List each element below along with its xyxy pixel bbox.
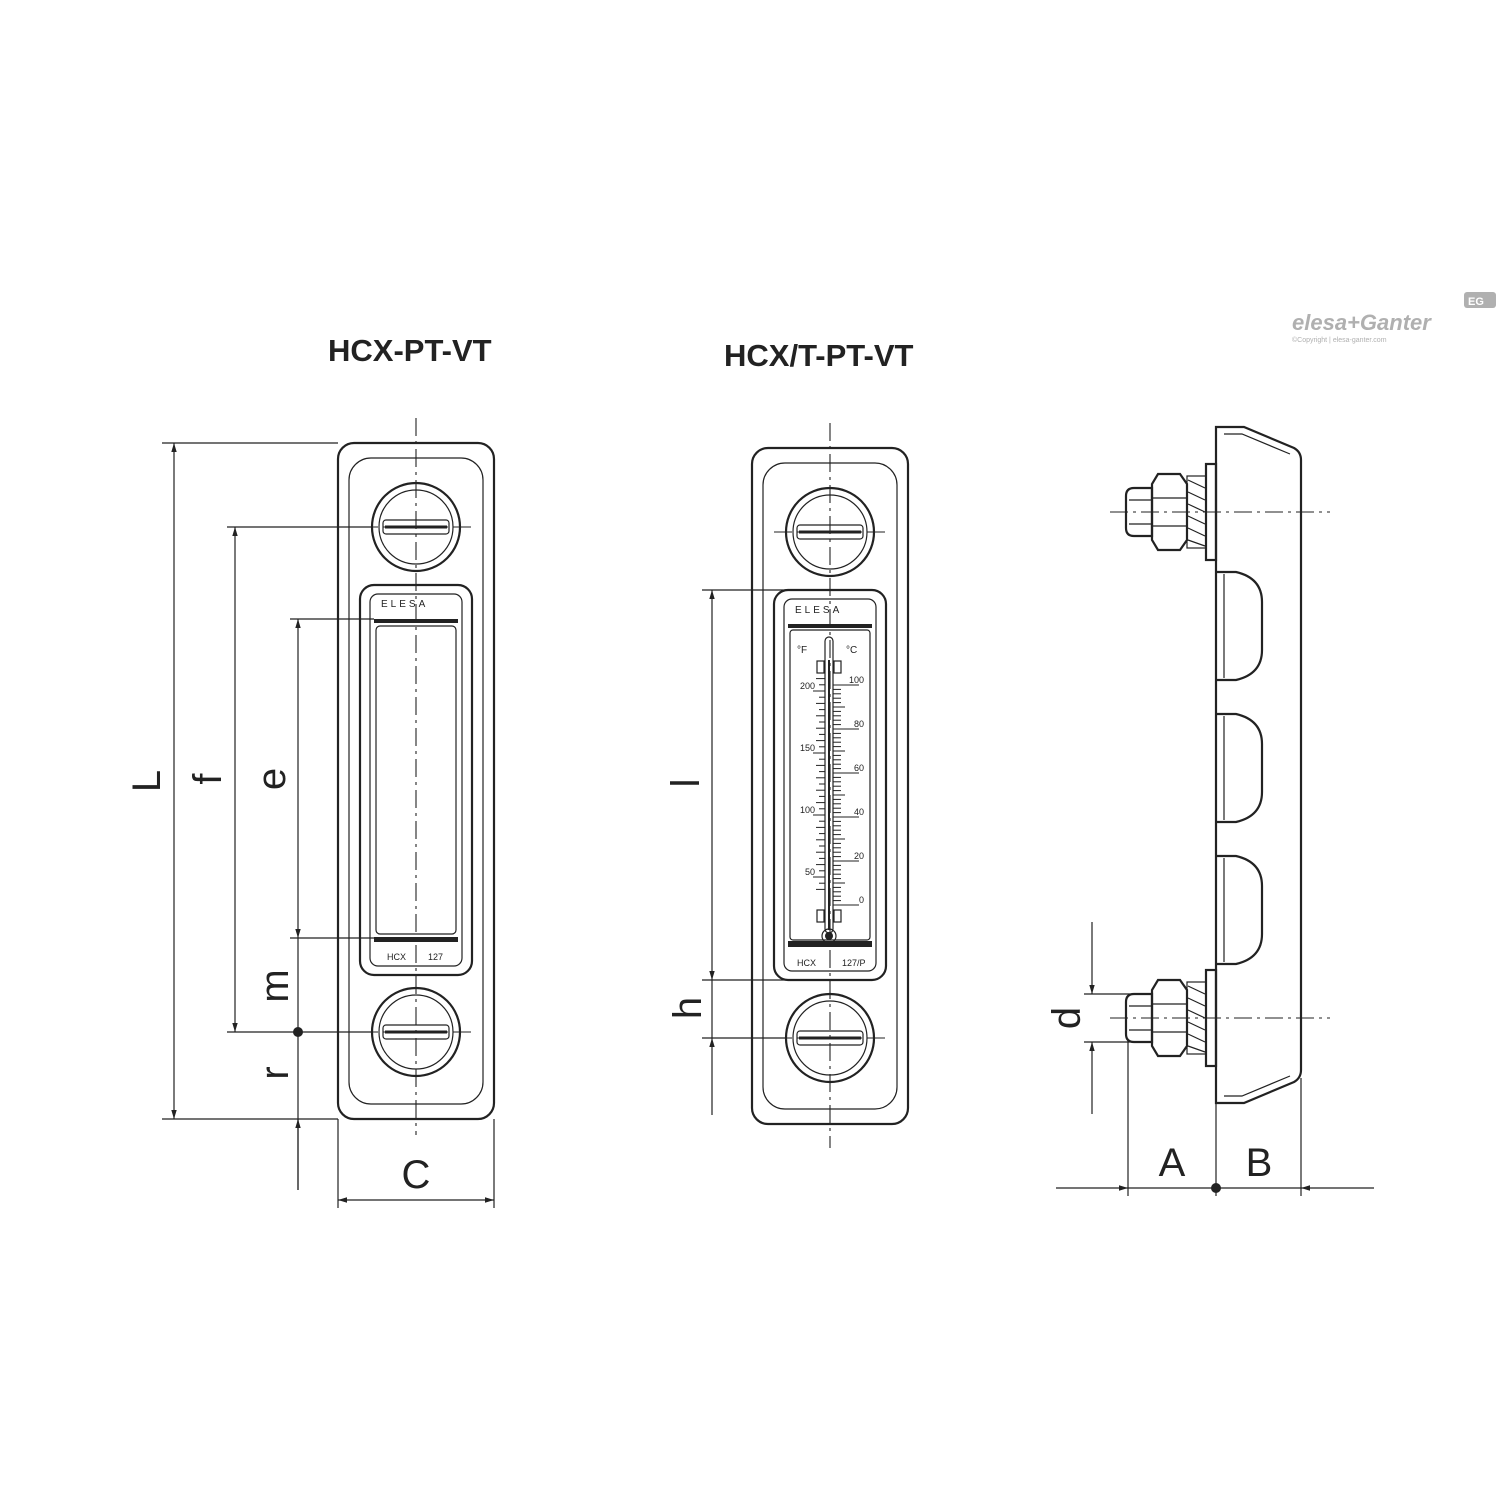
dim-L-label: L xyxy=(125,770,169,792)
celsius-scale-labels: 100 80 60 40 20 0 xyxy=(849,675,864,905)
dim-m-label: m xyxy=(253,969,297,1002)
fahrenheit-label: 50 xyxy=(805,867,815,877)
celsius-label: 0 xyxy=(859,895,864,905)
dim-e-label: e xyxy=(250,768,294,790)
fahrenheit-ticks xyxy=(813,678,825,890)
eg-badge-label: EG xyxy=(1468,296,1484,308)
dim-AB-origin-dot xyxy=(1211,1183,1221,1193)
dim-r-label: r xyxy=(253,1066,297,1079)
unit-fahrenheit-label: °F xyxy=(797,645,807,656)
left-window-code: HCX xyxy=(387,952,406,962)
eg-badge-icon xyxy=(1464,292,1496,308)
left-min-level-line xyxy=(374,937,458,942)
celsius-ticks xyxy=(833,684,859,906)
left-front-view: ELESA HCX 127 L f e m r C xyxy=(125,418,496,1208)
dim-B-label: B xyxy=(1246,1141,1273,1185)
middle-window-inner xyxy=(783,598,877,972)
middle-max-level-line xyxy=(788,624,872,628)
left-window-inner xyxy=(369,593,463,967)
dim-A-label: A xyxy=(1159,1141,1186,1185)
middle-min-level-line xyxy=(788,941,872,947)
middle-thermometer-panel xyxy=(789,629,871,941)
left-window-brand: ELESA xyxy=(381,599,428,610)
side-body-outline xyxy=(1214,425,1303,1105)
dim-f-label: f xyxy=(186,773,230,785)
side-body-top-bevel xyxy=(1224,433,1291,455)
middle-top-screw-icon xyxy=(784,486,876,578)
brand-logo-text: elesa+Ganter xyxy=(1292,310,1432,335)
left-max-level-line xyxy=(374,619,458,623)
middle-window-number: 127/P xyxy=(842,958,866,968)
right-side-view: d A B xyxy=(1045,425,1374,1196)
side-bottom-bolt-icon xyxy=(1124,968,1218,1068)
fahrenheit-label: 100 xyxy=(800,805,815,815)
side-lens-bottom xyxy=(1216,854,1264,966)
fahrenheit-scale-labels: 200 150 100 50 xyxy=(800,681,815,877)
dim-origin-dot xyxy=(293,1027,303,1037)
side-lens-top xyxy=(1216,570,1264,682)
celsius-label: 100 xyxy=(849,675,864,685)
dim-h-label: h xyxy=(666,997,710,1019)
title-hcx-t-pt-vt: HCX/T-PT-VT xyxy=(724,338,914,373)
middle-window-code: HCX xyxy=(797,958,816,968)
fahrenheit-label: 200 xyxy=(800,681,815,691)
side-body-bottom-bevel xyxy=(1224,1075,1291,1097)
middle-window-brand: ELESA xyxy=(795,605,842,616)
middle-window-frame xyxy=(772,588,888,982)
left-window-number: 127 xyxy=(428,952,443,962)
side-lens-middle xyxy=(1216,712,1264,824)
thermometer-icon xyxy=(816,636,842,944)
dim-l-label: l xyxy=(664,779,708,788)
left-glass-window xyxy=(375,625,457,935)
brand-logo: elesa+Ganter EG ©Copyright | elesa-gante… xyxy=(1292,292,1496,344)
celsius-label: 60 xyxy=(854,763,864,773)
side-top-bolt-icon xyxy=(1124,462,1218,562)
brand-copyright: ©Copyright | elesa-ganter.com xyxy=(1292,336,1387,344)
celsius-label: 40 xyxy=(854,807,864,817)
celsius-label: 80 xyxy=(854,719,864,729)
title-hcx-pt-vt: HCX-PT-VT xyxy=(328,333,492,368)
celsius-label: 20 xyxy=(854,851,864,861)
fahrenheit-label: 150 xyxy=(800,743,815,753)
unit-celsius-label: °C xyxy=(846,645,857,656)
dim-C-label: C xyxy=(402,1153,431,1197)
left-window-frame xyxy=(358,583,474,977)
dim-d-label: d xyxy=(1045,1007,1089,1029)
